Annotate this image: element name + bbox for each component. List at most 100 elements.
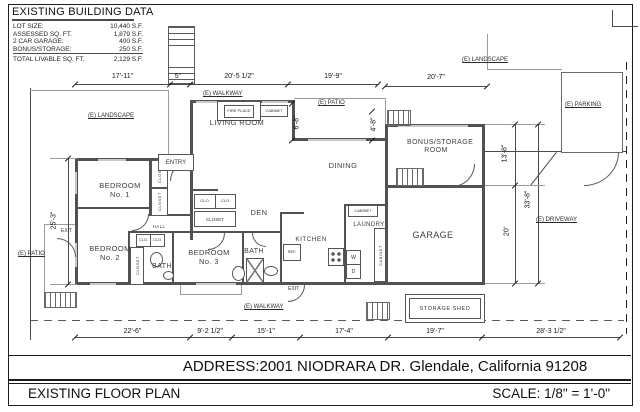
toilet xyxy=(232,266,245,281)
wall-segment xyxy=(385,185,388,285)
wall-segment xyxy=(344,204,346,284)
window xyxy=(98,159,126,161)
wall-segment xyxy=(385,124,388,188)
property-line-right-dashed xyxy=(626,62,627,334)
titleblock-line xyxy=(9,379,631,381)
wall-segment xyxy=(172,231,174,284)
wall-segment xyxy=(128,231,282,233)
dimension: 20'-7" xyxy=(427,74,445,81)
site-line xyxy=(30,90,168,91)
wall-segment xyxy=(149,214,192,216)
address-text: ADDRESS:2001 NIODRARA DR. Glendale, Cali… xyxy=(182,358,588,375)
room-label-entry: ENTRY xyxy=(158,154,194,171)
scale-label: SCALE: 1/8" = 1'-0" xyxy=(492,386,610,401)
site-label-patio-top: (E) PATIO xyxy=(318,100,345,106)
dimension: 15'-1" xyxy=(257,328,275,335)
closet-label: CLOSET xyxy=(134,256,140,276)
porch-step xyxy=(180,285,242,295)
exit-label: EXIT xyxy=(288,286,300,292)
toilet xyxy=(150,252,163,267)
room-label-bonus-storage: BONUS/STORAGE ROOM xyxy=(407,139,474,155)
steps xyxy=(396,168,424,186)
site-line xyxy=(487,69,562,70)
wall-segment xyxy=(280,212,282,284)
dimension: 5" xyxy=(174,73,182,80)
window xyxy=(196,283,236,285)
window xyxy=(398,125,468,127)
dimension: 19'-9" xyxy=(324,73,342,80)
room-label-garage: GARAGE xyxy=(412,230,454,240)
dimension: 9'-2 1/2" xyxy=(197,328,223,335)
window xyxy=(262,101,288,103)
closet-box: CLO. xyxy=(194,194,216,209)
window xyxy=(90,283,116,285)
fireplace-label: FIRE PLACE xyxy=(224,105,254,118)
dimension-line xyxy=(75,337,620,338)
row-value: 250 S.F. xyxy=(119,45,143,53)
cabinet-label: CABINET xyxy=(377,244,383,266)
exit-label: EXIT xyxy=(61,228,73,234)
fireplace: FIRE PLACE xyxy=(217,101,261,121)
row-value: 2,129 S.F. xyxy=(113,56,143,63)
closet-box: CLO. xyxy=(150,234,165,247)
table-row: LOT SIZE: 10,440 S.F. xyxy=(13,23,143,30)
row-value: 10,440 S.F. xyxy=(110,23,143,30)
wall-segment xyxy=(242,231,244,284)
patio-line xyxy=(44,224,45,294)
site-label-landscape-right: (E) LANDSCAPE xyxy=(462,57,509,63)
closet-label: CLOSET xyxy=(157,192,162,212)
dimension-line xyxy=(515,124,516,283)
room-label-bedroom-2: BEDROOM No. 2 xyxy=(89,244,131,262)
refrigerator: REF. xyxy=(283,244,301,261)
dimension: 25'-3" xyxy=(50,211,58,230)
wall-segment xyxy=(128,231,130,284)
table-divider xyxy=(13,53,143,54)
closet-box: CLOSET xyxy=(151,188,168,216)
wall-segment xyxy=(385,185,485,188)
closet-box: CLO. xyxy=(136,234,151,247)
property-line-left xyxy=(30,88,31,340)
washer: W xyxy=(346,250,361,265)
site-label-parking: (E) PARKING xyxy=(565,102,602,108)
site-line xyxy=(487,34,488,70)
dimension: 17'-4" xyxy=(335,328,353,335)
dimension: 22'-6" xyxy=(123,328,142,335)
titleblock-line xyxy=(9,355,631,356)
sink xyxy=(264,266,278,276)
wall-segment xyxy=(75,207,151,209)
dimension: 6'-8" xyxy=(293,115,301,130)
dimension: 4'-8" xyxy=(370,117,378,132)
site-label-walkway-top: (E) WALKWAY xyxy=(203,91,243,97)
wall-segment xyxy=(482,124,485,285)
closet-box: CLO. xyxy=(215,194,236,209)
corner-mark xyxy=(612,26,638,27)
closet-box: CLOSET xyxy=(194,211,236,227)
cabinet-box: CABINET xyxy=(260,105,288,117)
row-value: 400 S.F. xyxy=(119,38,143,45)
dimension: 28'-3 1/2" xyxy=(536,328,566,335)
wall-segment xyxy=(75,158,78,285)
row-label: TOTAL LIVABLE SQ. FT. xyxy=(13,56,85,63)
dimension: 33'-8" xyxy=(524,190,532,209)
sink xyxy=(163,271,174,280)
room-label-laundry: LAUNDRY xyxy=(353,222,385,228)
dimension: 17'-11" xyxy=(111,73,134,80)
dimension-line xyxy=(538,124,539,283)
room-label-bath-2: BATH xyxy=(244,248,264,255)
dimension: 20' xyxy=(503,226,511,237)
wall-segment xyxy=(149,158,151,216)
row-value: 1,879 S.F. xyxy=(113,30,143,38)
corner-mark xyxy=(612,10,613,26)
dimension-line xyxy=(68,158,69,285)
stove xyxy=(328,248,344,266)
dimension-line xyxy=(75,84,378,85)
title-underline xyxy=(12,19,134,21)
room-label-bedroom-3: BEDROOM No. 3 xyxy=(188,248,230,266)
table-row: BONUS/STORAGE: 250 S.F. xyxy=(13,46,143,53)
row-label: BONUS/STORAGE: xyxy=(13,45,72,53)
storage-shed: STORAGE SHED xyxy=(405,294,485,323)
closet-box: CLOSET xyxy=(130,247,144,285)
setback-line-dashed xyxy=(30,320,624,321)
extension-line xyxy=(50,284,77,285)
